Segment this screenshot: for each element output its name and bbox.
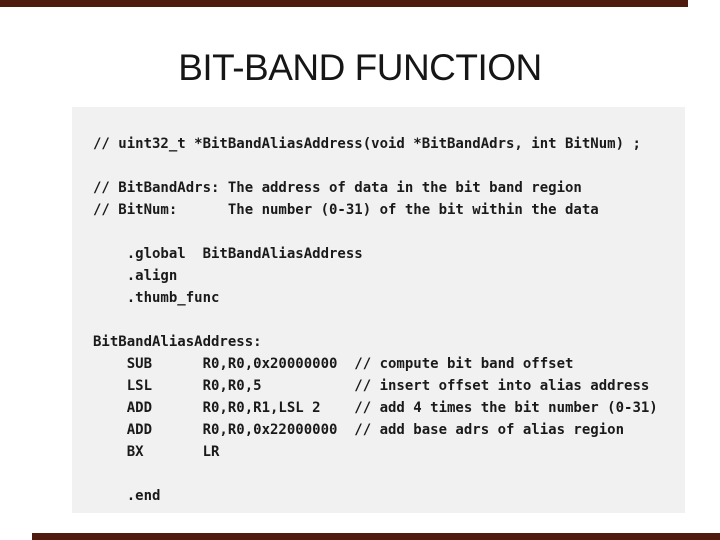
code-panel: // uint32_t *BitBandAliasAddress(void *B… <box>72 107 685 513</box>
code-block: // uint32_t *BitBandAliasAddress(void *B… <box>93 136 658 504</box>
bottom-accent-bar <box>32 533 720 540</box>
slide-title: BIT-BAND FUNCTION <box>178 47 542 88</box>
top-accent-bar <box>0 0 688 7</box>
